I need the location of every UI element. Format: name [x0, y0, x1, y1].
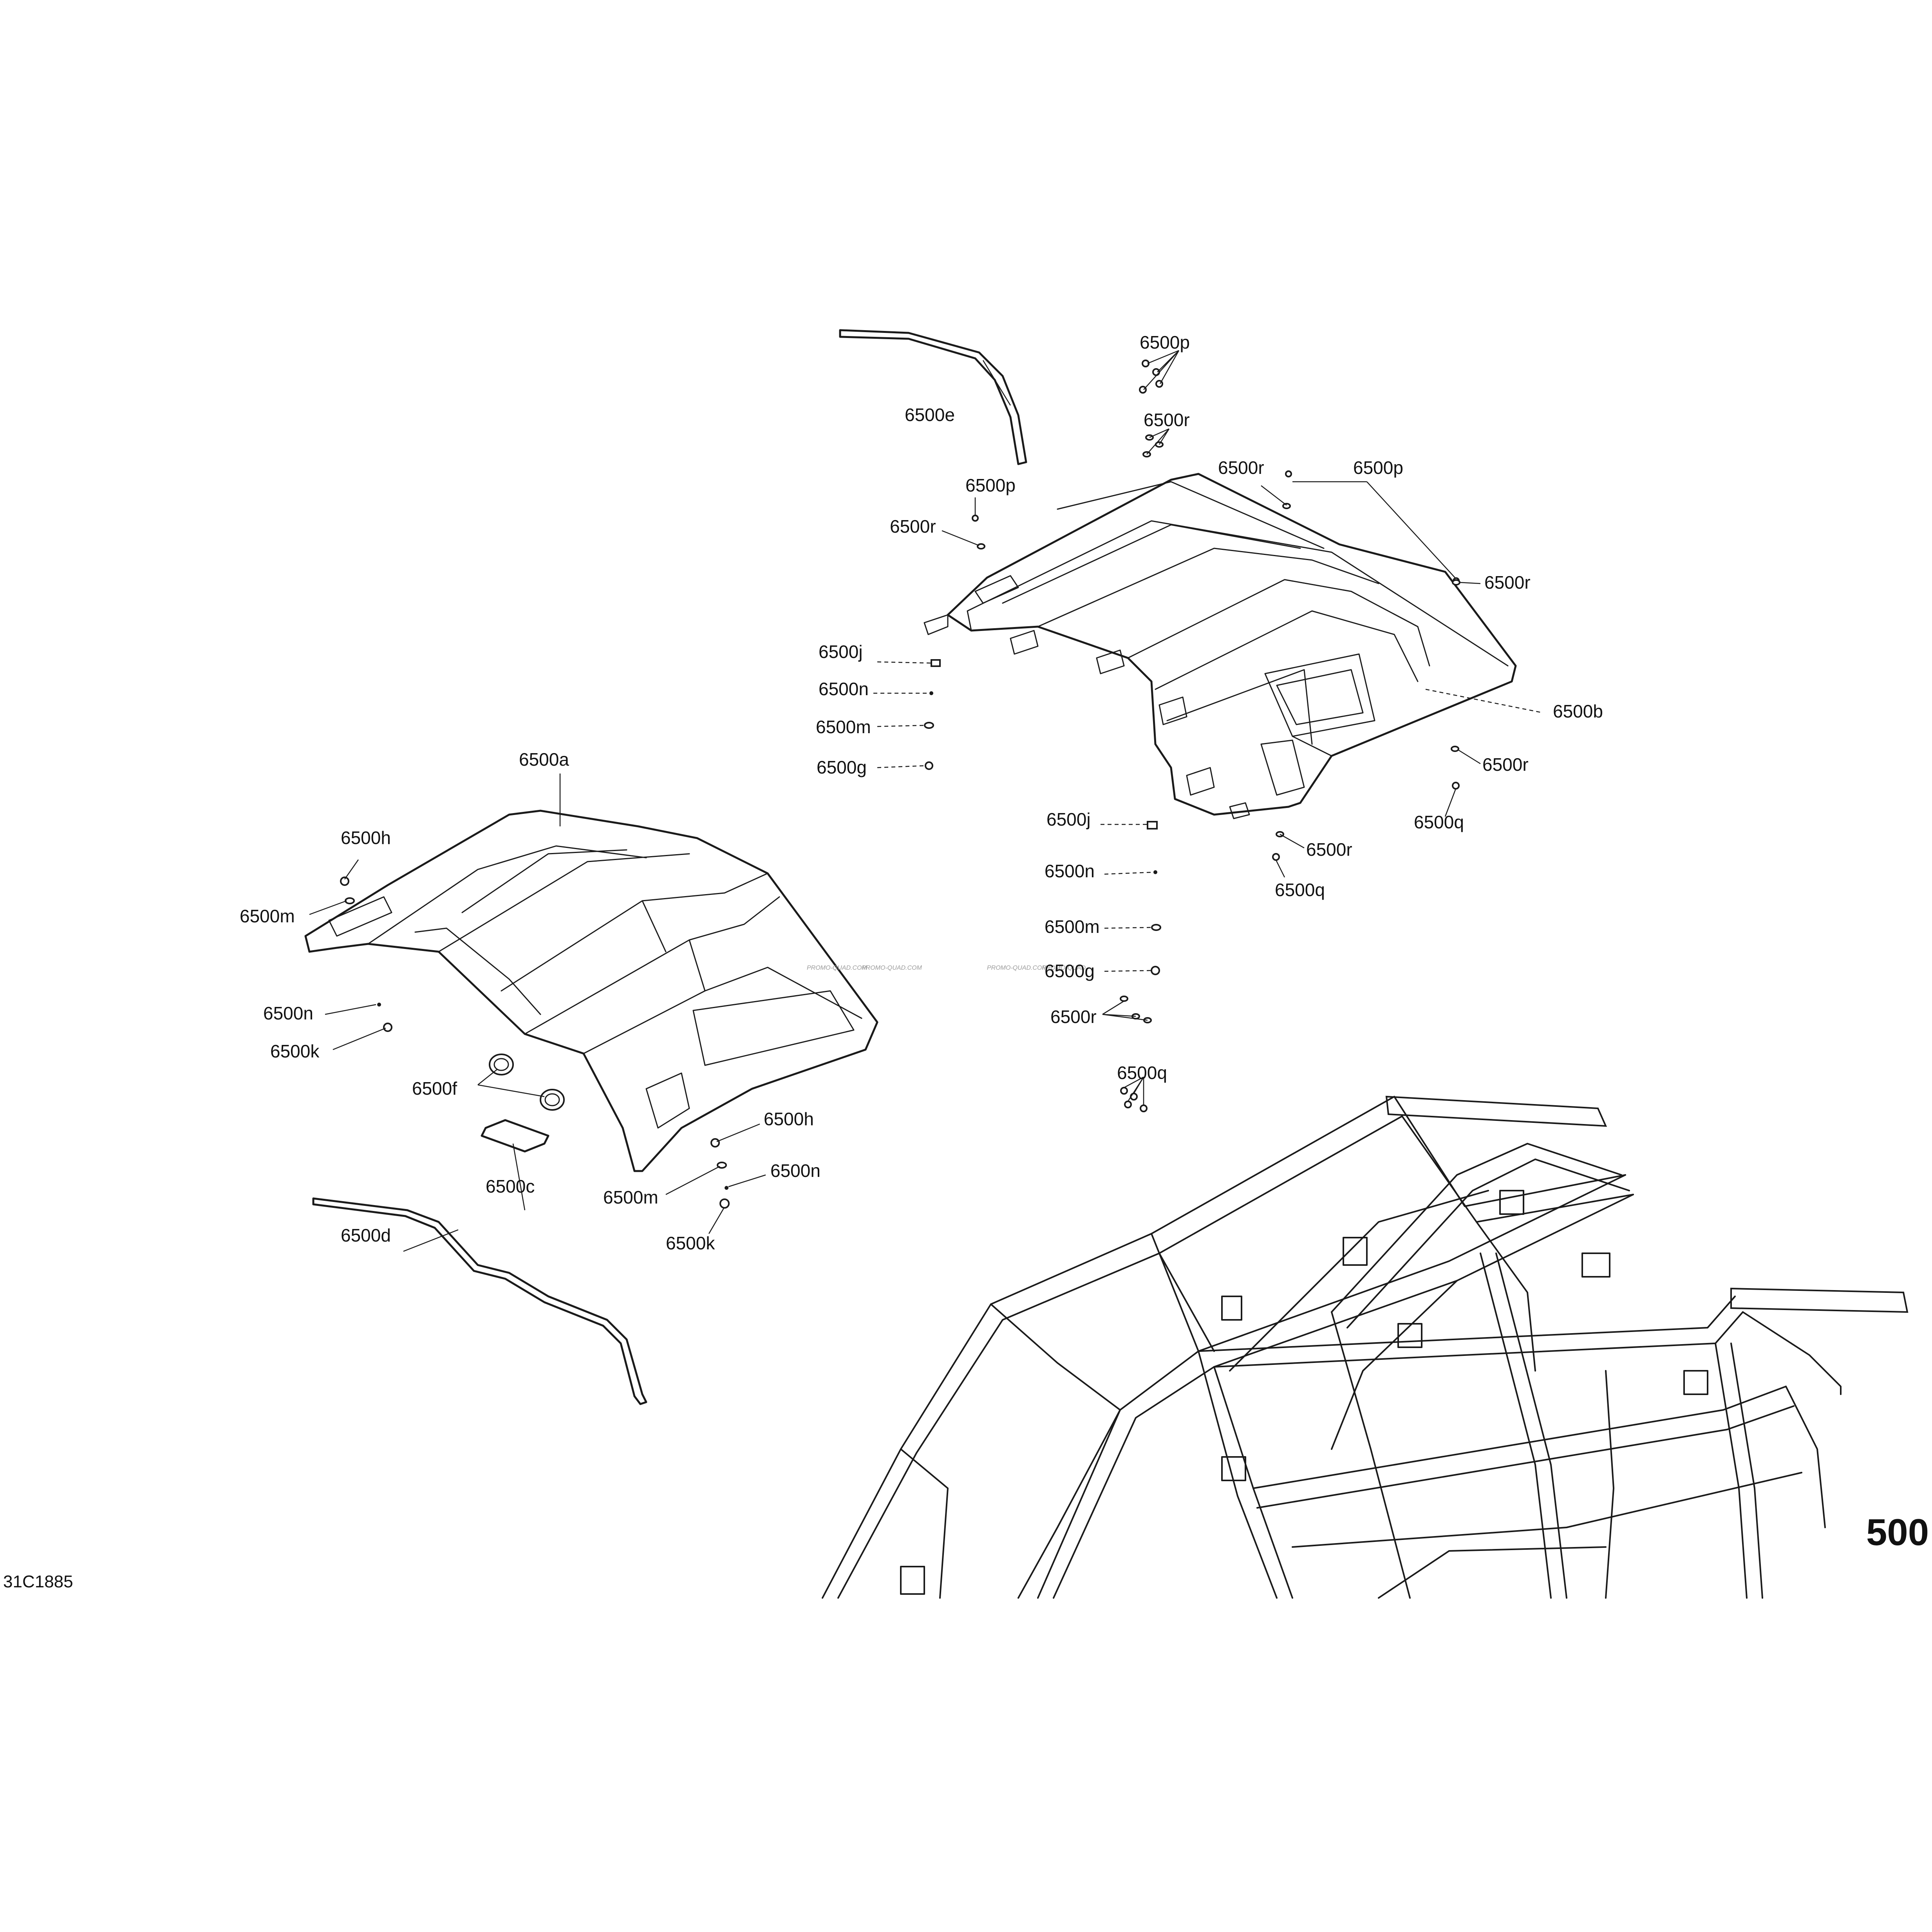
callout-6500p-right: 6500p — [1353, 457, 1403, 478]
svg-text:PROMO-QUAD: PROMO-QUAD — [1042, 965, 1086, 971]
callout-6500g-upper: 6500g — [817, 757, 867, 777]
callout-6500q-lower: 6500q — [1117, 1063, 1167, 1083]
callout-6500n-front-right: 6500n — [770, 1160, 821, 1181]
callout-6500p-top: 6500p — [1140, 332, 1190, 352]
hardware — [340, 360, 1460, 1209]
callout-6500k-front-right: 6500k — [666, 1233, 715, 1253]
callout-6500a: 6500a — [519, 749, 569, 770]
callout-6500r-mid: 6500r — [1306, 839, 1352, 860]
callout-6500b: 6500b — [1553, 701, 1603, 721]
rear-roof-panel[interactable] — [924, 473, 1517, 819]
callout-6500e: 6500e — [905, 405, 955, 425]
callout-labels: 6500a 6500b 6500c 6500d 6500e 6500f 6500… — [240, 332, 1603, 1253]
watermark: PROMO-QUAD.COM PROMO-QUAD.COM PROMO-QUAD… — [807, 965, 1086, 971]
callout-6500r-top: 6500r — [1144, 410, 1190, 430]
callout-6500p-left: 6500p — [965, 475, 1016, 495]
callout-6500q-right: 6500q — [1414, 812, 1464, 832]
callout-6500r-top-right: 6500r — [1218, 457, 1264, 478]
front-edge-strip[interactable] — [312, 1197, 647, 1405]
callout-6500j-lower: 6500j — [1046, 809, 1091, 830]
svg-text:PROMO-QUAD.COM: PROMO-QUAD.COM — [862, 965, 922, 971]
callout-6500d: 6500d — [341, 1225, 391, 1245]
light-housing-right[interactable] — [540, 1089, 565, 1111]
light-housing-left[interactable] — [489, 1054, 514, 1075]
callout-6500m-upper: 6500m — [816, 717, 871, 737]
callout-6500h-front-right: 6500h — [764, 1109, 814, 1129]
callout-6500m-lower: 6500m — [1045, 916, 1100, 937]
svg-text:PROMO-QUAD.COM: PROMO-QUAD.COM — [987, 965, 1047, 971]
callout-6500g-lower: 6500g — [1045, 961, 1095, 981]
callout-6500r-right: 6500r — [1484, 572, 1531, 593]
roll-cage-frame — [822, 1095, 1909, 1599]
svg-text:PROMO-QUAD.COM: PROMO-QUAD.COM — [807, 965, 867, 971]
leader-lines — [309, 350, 1543, 1252]
callout-6500f: 6500f — [412, 1078, 457, 1099]
callout-6500r-right-lower: 6500r — [1482, 754, 1529, 775]
callout-6500r-left: 6500r — [890, 516, 936, 537]
callout-6500m-front-right: 6500m — [603, 1187, 658, 1207]
callout-6500q-mid: 6500q — [1275, 880, 1325, 900]
callout-6500c: 6500c — [486, 1176, 535, 1196]
callout-6500h-front-left: 6500h — [341, 828, 391, 848]
front-roof-panel[interactable] — [304, 810, 878, 1172]
callout-6500k-front-left: 6500k — [270, 1041, 320, 1061]
roof-pad[interactable] — [481, 1119, 549, 1153]
rear-edge-strip[interactable] — [839, 329, 1027, 465]
callout-6500n-upper: 6500n — [819, 679, 869, 699]
callout-6500m-front-left: 6500m — [240, 906, 295, 926]
page-number: 500 — [1866, 1511, 1929, 1553]
reference-code: 31C1885 — [3, 1572, 73, 1591]
callout-6500n-lower: 6500n — [1045, 861, 1095, 881]
callout-6500n-front-left: 6500n — [263, 1003, 313, 1023]
callout-6500j-upper: 6500j — [819, 642, 863, 662]
callout-6500r-lower: 6500r — [1050, 1007, 1097, 1027]
